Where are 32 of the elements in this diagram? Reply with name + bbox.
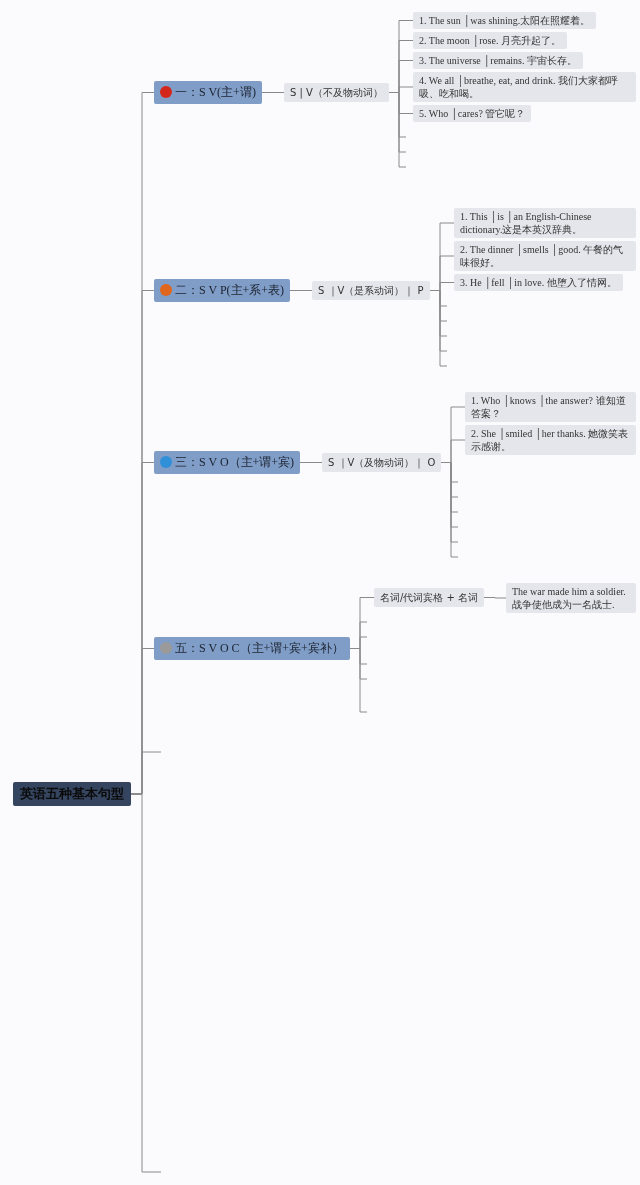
subtopic-box: S | V（不及物动词） bbox=[284, 83, 389, 102]
topic-label: 三：S V O（主+谓+宾) bbox=[175, 453, 295, 471]
connector-line bbox=[429, 290, 448, 367]
example-sentence-box: 1. Who │knows │the answer? 谁知道答案？ bbox=[465, 392, 636, 422]
topic-label: 二：S V P(主+系+表) bbox=[175, 281, 285, 299]
connector-line bbox=[261, 92, 285, 93]
topic-label: 一：S V(主+谓) bbox=[175, 83, 256, 101]
connector-line bbox=[483, 597, 507, 599]
connector-line bbox=[440, 462, 459, 558]
subtopic-box: S ｜V（是系动词）｜ P bbox=[312, 281, 430, 300]
example-sentence-box: 2. The dinner │smells │good. 午餐的气味很好。 bbox=[454, 241, 636, 271]
branch-topic-box bbox=[154, 636, 350, 660]
root-topic-box: 英语五种基本句型 bbox=[13, 782, 131, 806]
example-sentence-box: 1. The sun │was shining.太阳在照耀着。 bbox=[413, 12, 597, 29]
connector-line bbox=[388, 92, 407, 168]
example-sentence-box: 3. The universe │remains. 宇宙长存。 bbox=[413, 52, 583, 69]
example-sentence-box: 5. Who │cares? 管它呢？ bbox=[413, 105, 532, 122]
branch-topic-box bbox=[154, 450, 301, 474]
connector-line bbox=[299, 462, 323, 463]
example-sentence-box: 2. The moon │rose. 月亮升起了。 bbox=[413, 32, 567, 49]
example-sentence-box: 1. This │is │an English-Chinese dictionary.这是本英汉辞典。 bbox=[454, 208, 636, 238]
example-sentence-box: 3. He │fell │in love. 他堕入了情网。 bbox=[454, 274, 623, 291]
topic-label: 五：S V O C（主+谓+宾+宾补） bbox=[175, 639, 344, 657]
example-sentence-box: 4. We all │breathe, eat, and drink. 我们大家都呼吸、吃和喝。 bbox=[413, 72, 636, 102]
connector-line bbox=[349, 648, 368, 713]
branch-topic-box bbox=[154, 80, 262, 104]
subtopic-box: 名词/代词宾格 + 名词 bbox=[374, 588, 485, 607]
subtopic-box: S ｜V（及物动词）｜ O bbox=[322, 453, 442, 472]
example-sentence-box: The war made him a soldier.战争使他成为一名战士. bbox=[506, 582, 636, 613]
connector-line bbox=[289, 290, 313, 291]
branch-topic-box bbox=[154, 278, 291, 302]
example-sentence-box: 2. She │smiled │her thanks. 她微笑表示感谢。 bbox=[465, 425, 636, 455]
